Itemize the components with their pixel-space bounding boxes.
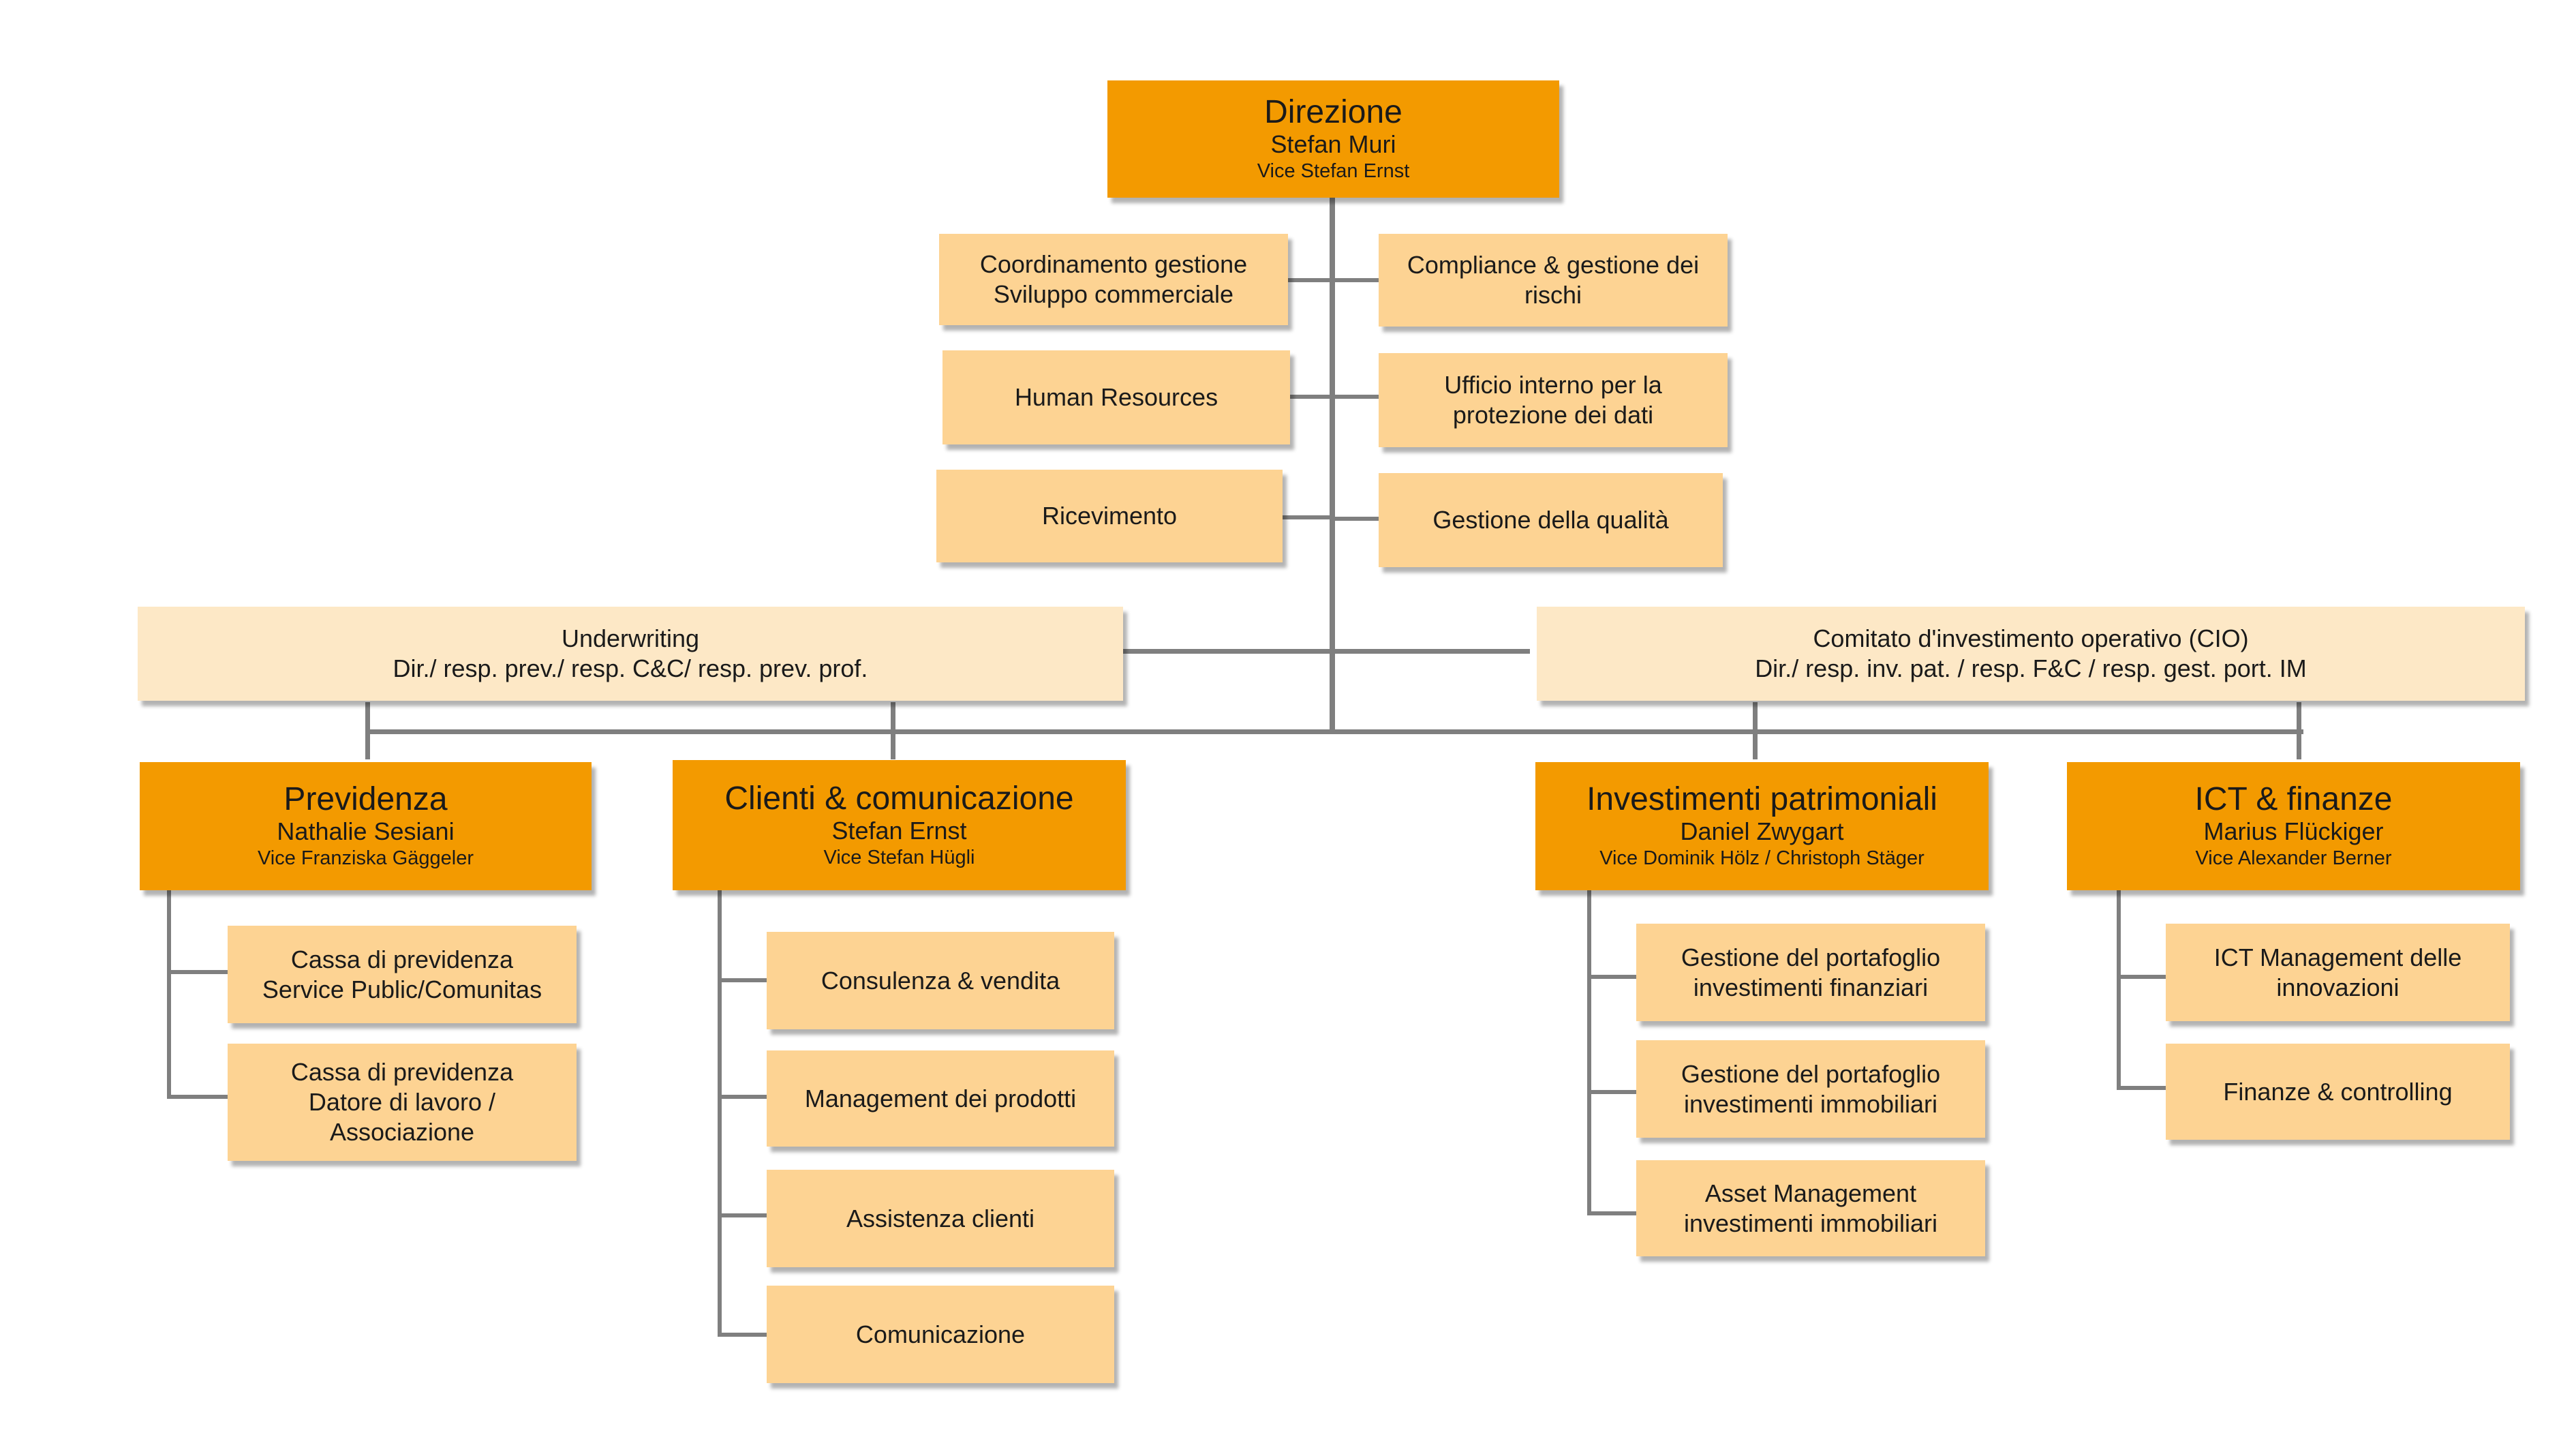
unit-box: Finanze & controlling (2166, 1044, 2510, 1140)
connector-line (1280, 515, 1333, 519)
connector-line (718, 1213, 767, 1217)
staff-label: Ufficio interno per la protezione dei da… (1444, 371, 1662, 429)
unit-box: Gestione del portafoglio investimenti fi… (1636, 924, 1985, 1021)
department-vice: Vice Alexander Berner (2195, 847, 2392, 869)
connector-line (1290, 395, 1333, 399)
unit-box: Assistenza clienti (767, 1170, 1114, 1267)
staff-box-qualita: Gestione della qualità (1379, 473, 1723, 567)
direzione-box: Direzione Stefan Muri Vice Stefan Ernst (1107, 80, 1559, 198)
cio-title: Comitato d'investimento operativo (CIO) (1813, 624, 2249, 652)
unit-label: Gestione del portafoglio investimenti fi… (1681, 943, 1941, 1001)
unit-label: Asset Management investimenti immobiliar… (1683, 1179, 1938, 1237)
connector-line (1587, 890, 1591, 1215)
department-head: Marius Flückiger (2203, 817, 2384, 845)
staff-label: Coordinamento gestione Sviluppo commerci… (979, 250, 1248, 308)
connector-line (1587, 975, 1636, 979)
department-vice: Vice Stefan Hügli (823, 846, 975, 868)
connector-line (2117, 975, 2166, 979)
connector-line (718, 1095, 767, 1099)
cio-box: Comitato d'investimento operativo (CIO) … (1537, 607, 2525, 701)
staff-box-compliance: Compliance & gestione dei rischi (1379, 234, 1728, 327)
department-title: Clienti & comunicazione (724, 780, 1074, 817)
connector-line (1332, 278, 1381, 282)
unit-box: Gestione del portafoglio investimenti im… (1636, 1040, 1985, 1138)
connector-line (2117, 1086, 2166, 1090)
unit-box: Asset Management investimenti immobiliar… (1636, 1160, 1985, 1256)
direzione-vice: Vice Stefan Ernst (1257, 160, 1410, 182)
department-title: ICT & finanze (2194, 781, 2393, 817)
connector-line (365, 729, 2303, 734)
direzione-name: Stefan Muri (1270, 130, 1396, 158)
unit-box: Management dei prodotti (767, 1050, 1114, 1147)
staff-label: Human Resources (1014, 383, 1218, 411)
unit-label: ICT Management delle innovazioni (2213, 943, 2462, 1001)
connector-line (1120, 649, 1333, 654)
connector-line (2117, 890, 2121, 1090)
department-vice: Vice Dominik Hölz / Christoph Stäger (1599, 847, 1925, 869)
connector-line (1330, 198, 1335, 729)
department-head: Stefan Ernst (831, 816, 967, 845)
department-vice: Vice Franziska Gäggeler (257, 847, 474, 869)
underwriting-members: Dir./ resp. prev./ resp. C&C/ resp. prev… (393, 654, 868, 682)
cio-members: Dir./ resp. inv. pat. / resp. F&C / resp… (1755, 654, 2307, 682)
staff-box-protezione-dati: Ufficio interno per la protezione dei da… (1379, 353, 1728, 447)
department-box-ict: ICT & finanze Marius Flückiger Vice Alex… (2067, 762, 2520, 890)
unit-label: Management dei prodotti (804, 1084, 1077, 1112)
underwriting-box: Underwriting Dir./ resp. prev./ resp. C&… (138, 607, 1123, 701)
department-head: Daniel Zwygart (1680, 817, 1844, 845)
connector-line (167, 1095, 228, 1099)
unit-label: Assistenza clienti (846, 1204, 1035, 1232)
connector-line (718, 978, 767, 982)
connector-line (1753, 702, 1758, 759)
staff-box-coordinamento: Coordinamento gestione Sviluppo commerci… (939, 234, 1288, 325)
underwriting-title: Underwriting (561, 624, 700, 652)
staff-label: Gestione della qualità (1432, 506, 1669, 534)
unit-label: Finanze & controlling (2223, 1077, 2453, 1106)
connector-line (2297, 702, 2301, 759)
unit-label: Comunicazione (855, 1320, 1026, 1348)
connector-line (718, 890, 722, 1337)
unit-label: Gestione del portafoglio investimenti im… (1681, 1059, 1941, 1118)
department-title: Previdenza (283, 781, 448, 817)
unit-box: Cassa di previdenza Service Public/Comun… (228, 926, 577, 1023)
connector-line (1587, 1090, 1636, 1094)
department-box-investimenti: Investimenti patrimoniali Daniel Zwygart… (1535, 762, 1989, 890)
connector-line (891, 702, 895, 759)
unit-box: Consulenza & vendita (767, 932, 1114, 1029)
staff-label: Compliance & gestione dei rischi (1407, 251, 1700, 309)
department-box-clienti: Clienti & comunicazione Stefan Ernst Vic… (673, 760, 1126, 890)
connector-line (1587, 1211, 1636, 1215)
staff-box-ricevimento: Ricevimento (936, 470, 1283, 562)
department-title: Investimenti patrimoniali (1586, 781, 1937, 817)
unit-label: Consulenza & vendita (821, 966, 1060, 995)
connector-line (1332, 395, 1381, 399)
unit-box: ICT Management delle innovazioni (2166, 924, 2510, 1021)
staff-box-human-resources: Human Resources (942, 350, 1290, 444)
unit-box: Comunicazione (767, 1286, 1114, 1383)
connector-line (167, 970, 228, 974)
connector-line (167, 890, 171, 1099)
unit-label: Cassa di previdenza Service Public/Comun… (262, 945, 542, 1003)
connector-line (1332, 517, 1381, 521)
unit-label: Cassa di previdenza Datore di lavoro / A… (290, 1058, 514, 1146)
department-head: Nathalie Sesiani (277, 817, 455, 845)
unit-box: Cassa di previdenza Datore di lavoro / A… (228, 1044, 577, 1161)
connector-line (1285, 278, 1333, 282)
staff-label: Ricevimento (1041, 502, 1178, 530)
connector-line (1332, 649, 1530, 654)
direzione-title: Direzione (1264, 94, 1402, 130)
department-box-previdenza: Previdenza Nathalie Sesiani Vice Franzis… (140, 762, 592, 890)
connector-line (365, 702, 370, 759)
connector-line (718, 1333, 767, 1337)
